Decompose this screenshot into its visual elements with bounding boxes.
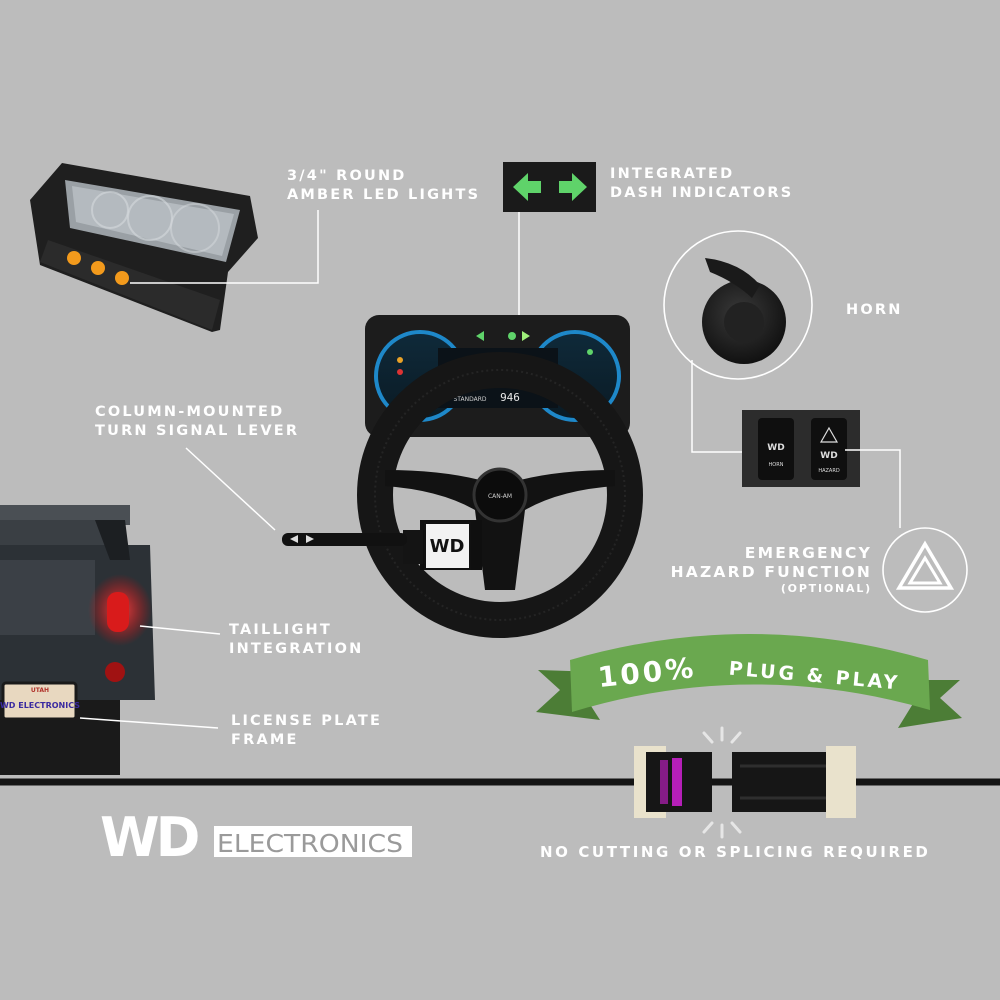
connector-left <box>634 746 712 818</box>
logo-letters: WD <box>100 806 198 869</box>
taillight-icon <box>107 592 129 632</box>
dash-indicator-box <box>503 162 596 318</box>
hazard-switch[interactable] <box>811 418 847 480</box>
amber-led-2 <box>91 261 105 275</box>
logo-sub: ELECTRONICS <box>217 829 403 858</box>
connector-sparks-icon <box>702 726 742 839</box>
lever-right-arrow-icon <box>306 535 314 543</box>
hazard-triangle-icon <box>882 527 968 613</box>
plate-text: WD ELECTRONICS <box>0 701 80 710</box>
steering-hub-logo: CAN-AM <box>488 493 512 500</box>
plate-state: UTAH <box>31 687 49 694</box>
license-plate <box>1 681 78 721</box>
amber-light-bar <box>30 163 258 332</box>
arrow-left-icon <box>513 173 541 201</box>
horn-leader <box>691 360 765 453</box>
horn-illustration <box>663 230 813 380</box>
hazard-callout: EMERGENCY HAZARD FUNCTION (OPTIONAL) <box>640 544 872 596</box>
utv-rear: UTAH WD ELECTRONICS <box>0 505 155 775</box>
column-wd-logo: WD <box>430 536 465 557</box>
hazard-leader <box>845 449 901 528</box>
taillight-leader <box>139 625 221 635</box>
dash-mode: STANDARD <box>453 396 486 403</box>
turn-signal-leader <box>185 447 276 531</box>
amber-led-3 <box>115 271 129 285</box>
no-splicing-caption: NO CUTTING OR SPLICING REQUIRED <box>540 843 931 861</box>
amber-lights-leader <box>130 210 319 284</box>
turn-signal-lever <box>282 533 407 546</box>
switch-panel: WD HORN WD HAZARD <box>742 410 860 487</box>
lever-left-arrow-icon <box>290 535 298 543</box>
license-plate-callout: LICENSE PLATE FRAME <box>231 713 383 748</box>
horn-switch-label: HORN <box>769 462 784 468</box>
horn-switch-logo: WD <box>767 443 784 453</box>
taillight-callout: TAILLIGHT INTEGRATION <box>229 622 364 657</box>
arrow-right-icon <box>559 173 587 201</box>
plug-play-banner: 100% PLUG & PLAY <box>536 634 962 728</box>
steering-wheel: CAN-AM WD <box>282 352 643 638</box>
dash-right-indicator-icon <box>522 331 530 341</box>
amber-led-1 <box>67 251 81 265</box>
horn-switch[interactable] <box>758 418 794 480</box>
hazard-optional: (OPTIONAL) <box>780 582 872 595</box>
dash-odometer: 946 <box>500 391 520 404</box>
horn-callout: HORN <box>846 302 903 318</box>
connector-right <box>732 746 856 818</box>
amber-lights-callout: 3/4" ROUND AMBER LED LIGHTS <box>287 168 481 203</box>
turn-signal-callout: COLUMN-MOUNTED TURN SIGNAL LEVER <box>95 404 300 439</box>
dash-green-light-icon <box>508 332 516 340</box>
wd-electronics-logo: WD ELECTRONICS <box>100 806 412 869</box>
hazard-switch-logo: WD <box>820 451 837 461</box>
dash-left-indicator-icon <box>476 331 484 341</box>
hazard-switch-triangle-icon <box>819 426 839 443</box>
license-plate-leader <box>79 717 219 729</box>
hazard-switch-label: HAZARD <box>818 468 840 474</box>
dash-indicators-callout: INTEGRATED DASH INDICATORS <box>610 166 794 201</box>
